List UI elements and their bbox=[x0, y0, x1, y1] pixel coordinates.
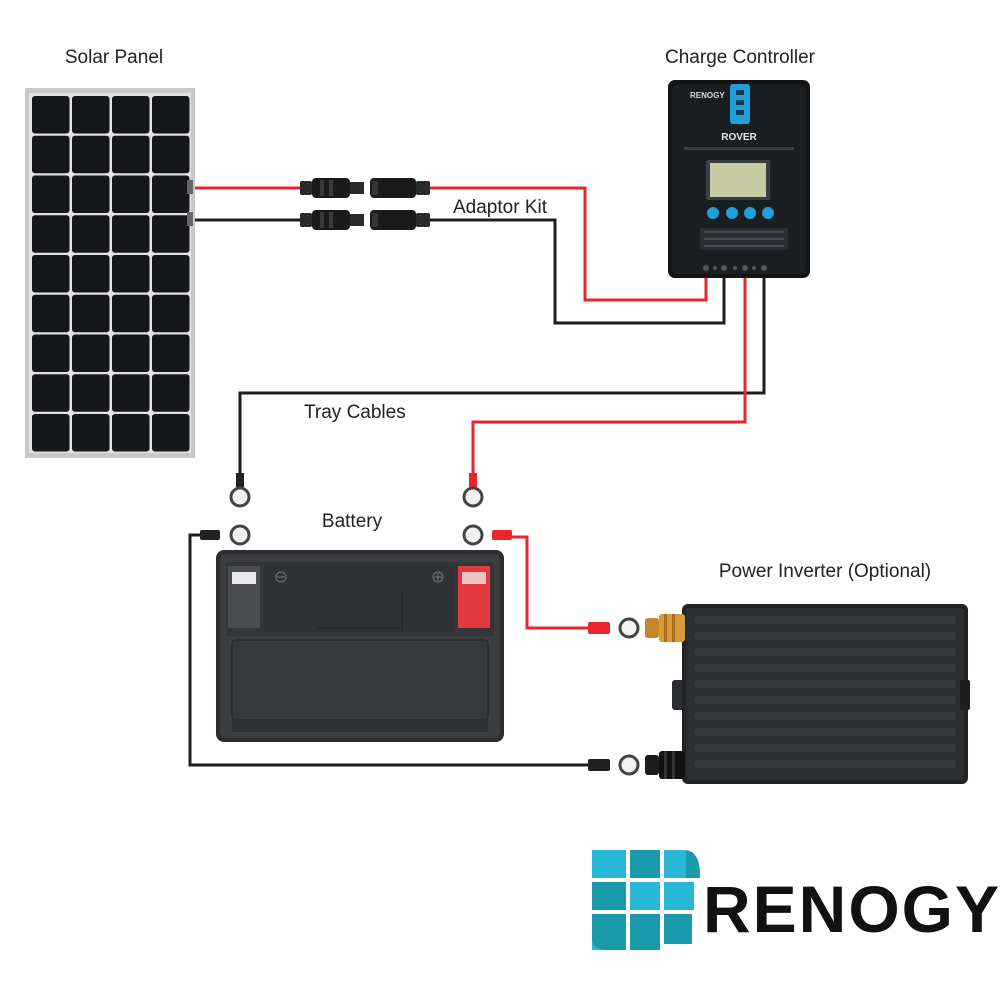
panel-cell bbox=[32, 374, 70, 412]
panel-cell bbox=[152, 294, 190, 333]
inverter-positive-wire bbox=[512, 535, 588, 630]
logo-tile bbox=[664, 882, 694, 910]
charge-controller-label: Charge Controller bbox=[665, 47, 816, 68]
panel-cell-grid bbox=[32, 96, 190, 452]
panel-cell bbox=[72, 334, 110, 372]
panel-cell bbox=[152, 96, 190, 134]
logo-tile bbox=[630, 882, 660, 910]
panel-cell bbox=[32, 215, 70, 253]
adaptor-positive-wire bbox=[430, 186, 708, 302]
logo-tile bbox=[630, 914, 660, 950]
inverter-fin bbox=[694, 632, 956, 640]
renogy-logo-icon: RENOGY bbox=[592, 850, 1000, 950]
panel-cell bbox=[32, 334, 70, 372]
logo-tile bbox=[664, 914, 692, 944]
panel-cell bbox=[112, 215, 150, 253]
inverter-fin bbox=[694, 696, 956, 704]
panel-cell bbox=[112, 135, 150, 174]
solar-panel-icon bbox=[25, 88, 195, 458]
panel-cell bbox=[72, 374, 110, 412]
charge-controller-icon: RENOGY ROVER bbox=[668, 80, 810, 278]
logo-tile bbox=[592, 850, 626, 878]
panel-cell bbox=[152, 135, 190, 174]
controller-button-3 bbox=[744, 207, 756, 219]
panel-cell bbox=[152, 255, 190, 293]
panel-cell bbox=[32, 414, 70, 452]
controller-button-1 bbox=[707, 207, 719, 219]
controller-button-4 bbox=[762, 207, 774, 219]
power-inverter-label: Power Inverter (Optional) bbox=[719, 561, 931, 582]
panel-cell bbox=[152, 215, 190, 253]
wires bbox=[188, 186, 766, 767]
panel-cell bbox=[72, 215, 110, 253]
panel-cell bbox=[72, 135, 110, 174]
power-inverter-icon bbox=[645, 604, 970, 784]
inverter-fin bbox=[694, 712, 956, 720]
panel-cell bbox=[72, 414, 110, 452]
panel-cell bbox=[32, 135, 70, 174]
logo-wordmark: RENOGY bbox=[703, 872, 1000, 946]
inverter-fin bbox=[694, 664, 956, 672]
panel-cell bbox=[112, 96, 150, 134]
battery-label: Battery bbox=[322, 511, 383, 532]
panel-cell bbox=[112, 374, 150, 412]
tray-cables-label: Tray Cables bbox=[304, 402, 406, 423]
logo-tile bbox=[664, 850, 686, 878]
panel-cell bbox=[112, 294, 150, 333]
controller-model: ROVER bbox=[721, 132, 757, 143]
panel-cell bbox=[32, 294, 70, 333]
panel-cell bbox=[32, 255, 70, 293]
controller-button-2 bbox=[726, 207, 738, 219]
panel-cell bbox=[112, 255, 150, 293]
panel-cell bbox=[152, 374, 190, 412]
panel-cell bbox=[112, 334, 150, 372]
inverter-fins bbox=[694, 616, 956, 768]
panel-cell bbox=[32, 96, 70, 134]
adaptor-negative-wire bbox=[430, 218, 726, 325]
panel-cell bbox=[152, 334, 190, 372]
panel-cell bbox=[72, 96, 110, 134]
battery-icon bbox=[216, 550, 504, 742]
panel-cell bbox=[72, 294, 110, 333]
inverter-fin bbox=[694, 616, 956, 624]
panel-cell bbox=[32, 175, 70, 213]
inverter-fin bbox=[694, 744, 956, 752]
ring-terminal-icon bbox=[200, 471, 640, 776]
mc4-connector-icon bbox=[300, 178, 430, 230]
inverter-fin bbox=[694, 728, 956, 736]
panel-cell bbox=[152, 414, 190, 452]
panel-cell bbox=[112, 414, 150, 452]
adaptor-kit-label: Adaptor Kit bbox=[453, 197, 548, 218]
panel-cell bbox=[72, 175, 110, 213]
inverter-negative-wire bbox=[188, 533, 588, 767]
tray-negative-wire bbox=[238, 278, 766, 475]
controller-brand: RENOGY bbox=[690, 91, 725, 100]
logo-tile bbox=[630, 850, 660, 878]
inverter-fin bbox=[694, 760, 956, 768]
panel-cell bbox=[112, 175, 150, 213]
inverter-fin bbox=[694, 680, 956, 688]
solar-panel-label: Solar Panel bbox=[65, 47, 163, 68]
tray-positive-wire bbox=[471, 278, 747, 475]
panel-cell bbox=[152, 175, 190, 213]
panel-cell bbox=[72, 255, 110, 293]
logo-tile bbox=[592, 882, 626, 910]
inverter-fin bbox=[694, 648, 956, 656]
